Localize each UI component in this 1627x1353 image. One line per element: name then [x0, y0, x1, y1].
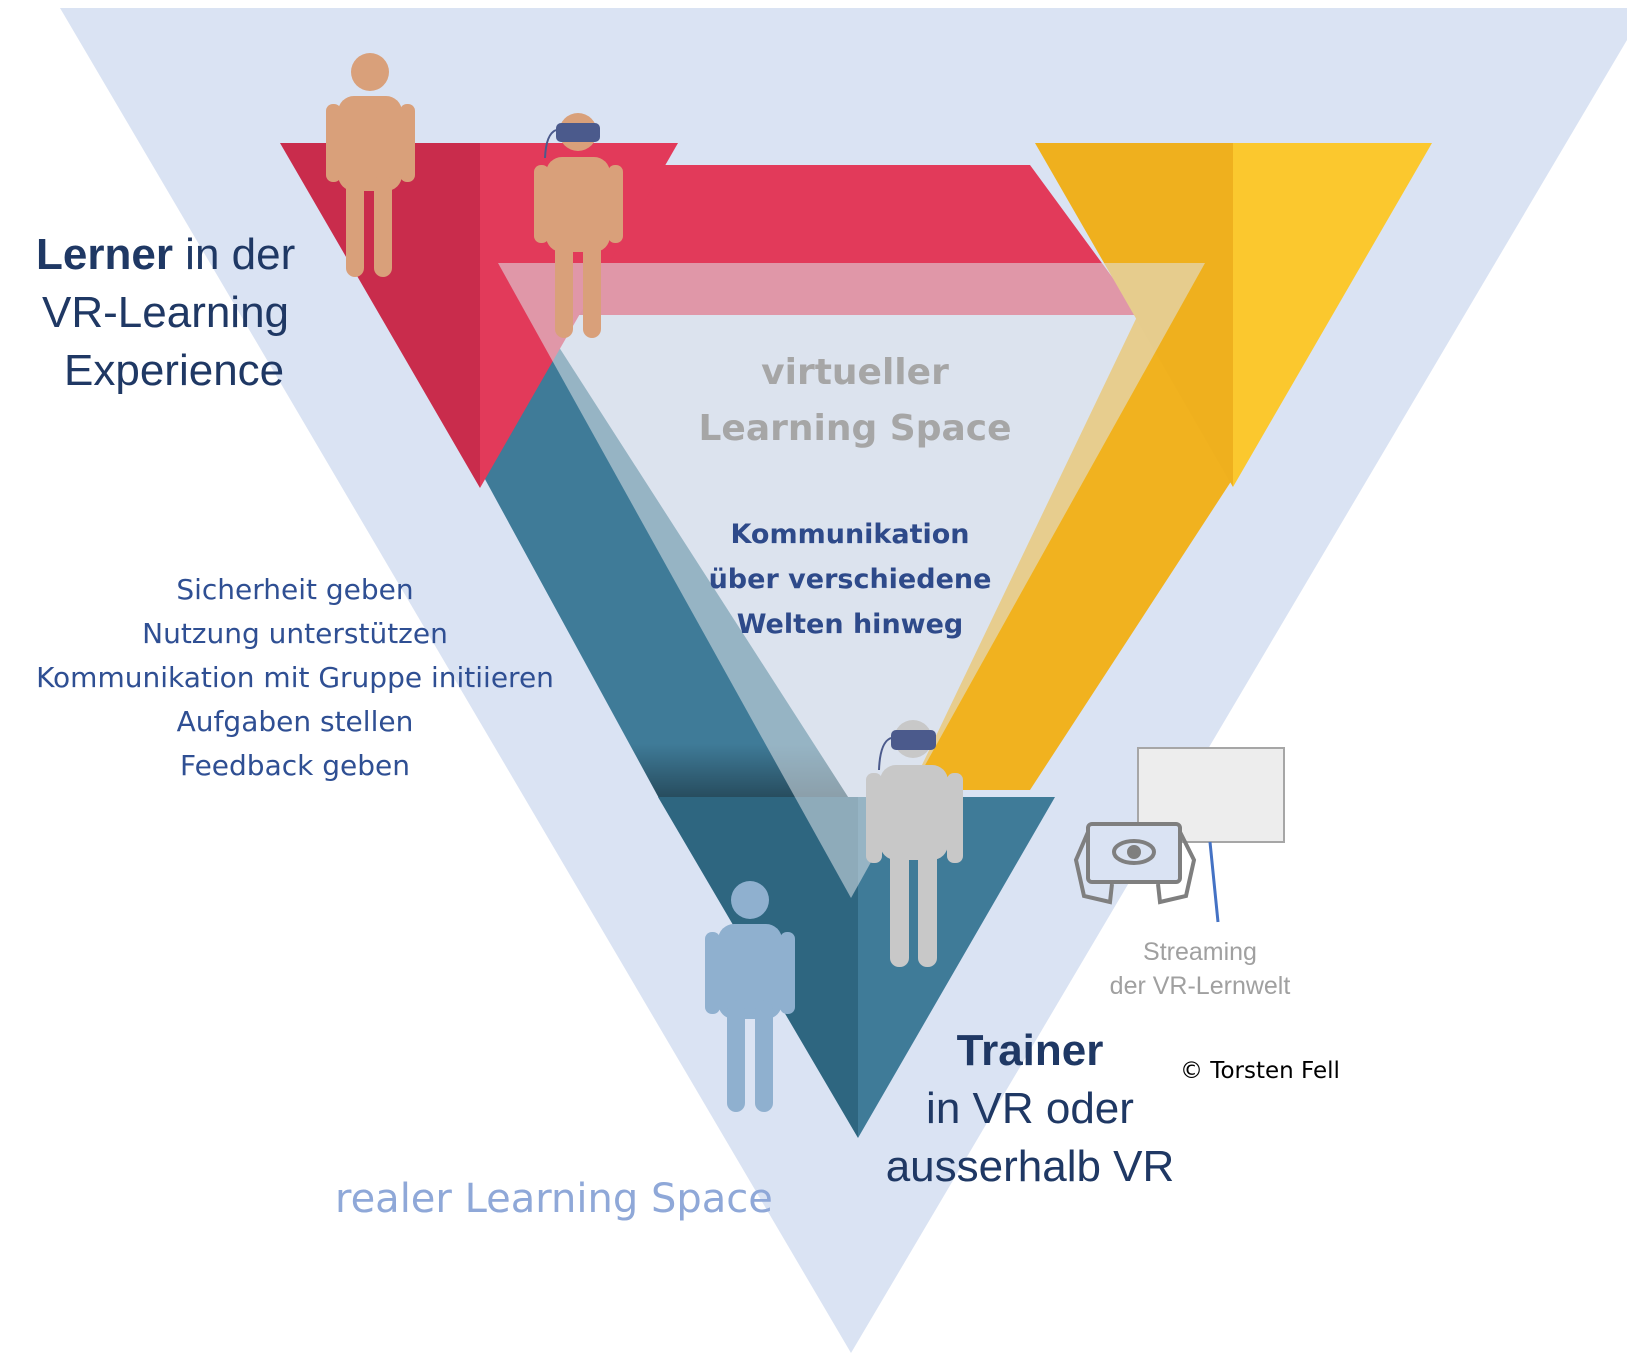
stream-connector-line: [1208, 841, 1220, 923]
tablet-eye-icon: [1073, 822, 1197, 905]
trainer-label: Trainer in VR oder ausserhalb VR: [850, 1022, 1210, 1196]
trainer-line2: in VR oder: [926, 1084, 1134, 1133]
virtual-learning-space-triangle: [498, 263, 1205, 898]
list-item: Feedback geben: [180, 749, 410, 782]
learner-line2: VR-Learning: [42, 288, 290, 337]
real-space-label: realer Learning Space: [335, 1176, 773, 1222]
person-icon: [326, 53, 415, 277]
learner-line3: Experience: [64, 346, 285, 395]
trainer-line3: ausserhalb VR: [885, 1142, 1175, 1191]
list-item: Sicherheit geben: [176, 573, 414, 606]
vr-headset-icon: [878, 730, 936, 771]
virtual-space-label: virtueller Learning Space: [660, 345, 1050, 457]
communication-line1: Kommunikation: [730, 519, 970, 550]
copyright-text: © Torsten Fell: [1180, 1058, 1340, 1084]
communication-line2: über verschiedene: [708, 564, 992, 595]
list-item: Aufgaben stellen: [176, 705, 414, 738]
person-icon: [866, 720, 963, 967]
communication-line3: Welten hinweg: [736, 609, 964, 640]
learner-title: Lerner: [36, 230, 173, 279]
right-band-shade: [910, 300, 1245, 790]
vr-headset-icon: [544, 123, 600, 159]
yellow-corner-right: [1233, 143, 1432, 487]
virtual-space-line1: virtueller: [761, 352, 949, 393]
learner-title-rest: in der: [172, 230, 296, 279]
streaming-label: Streaming der VR-Lernwelt: [1090, 935, 1310, 1003]
streaming-line1: Streaming: [1143, 938, 1257, 966]
learner-label: Lerner in der VR-Learning Experience: [36, 226, 366, 400]
streaming-line2: der VR-Lernwelt: [1109, 972, 1291, 1000]
vr-trainer-figure: [866, 720, 963, 967]
learner-corner-left: [280, 143, 480, 488]
list-item: Kommunikation mit Gruppe initiieren: [36, 661, 554, 694]
trainer-roles-list: Sicherheit geben Nutzung unterstützen Ko…: [0, 568, 590, 788]
list-item: Nutzung unterstützen: [142, 617, 448, 650]
virtual-space-line2: Learning Space: [698, 408, 1012, 449]
trainer-title: Trainer: [956, 1026, 1104, 1075]
vr-learner-figure: [534, 113, 623, 338]
communication-label: Kommunikation über verschiedene Welten h…: [680, 512, 1020, 647]
person-icon: [705, 881, 795, 1112]
